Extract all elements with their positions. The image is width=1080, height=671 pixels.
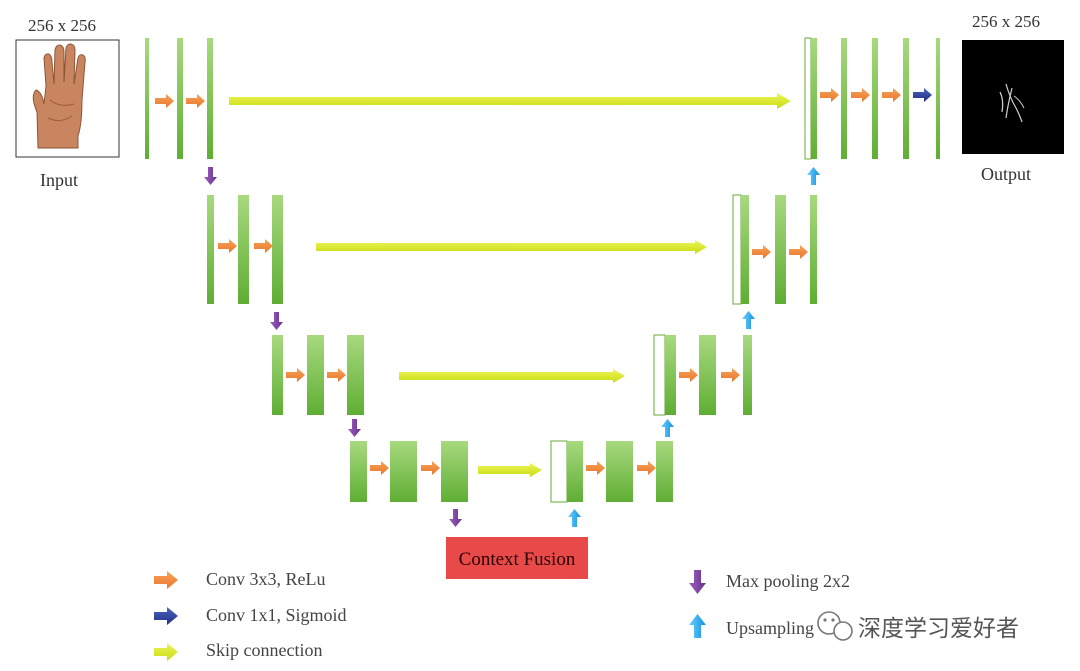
legend-conv3x3-label: Conv 3x3, ReLu — [206, 569, 326, 590]
feature-map-dec4-2 — [606, 441, 633, 502]
feature-map-dec3-concat-white — [654, 335, 665, 415]
watermark-text: 深度学习爱好者 — [858, 609, 1019, 643]
legend-maxpool-icon — [689, 570, 706, 594]
output-image — [962, 40, 1064, 154]
upsampling-arrow — [807, 167, 820, 185]
feature-map-enc1-3 — [207, 38, 213, 159]
feature-map-dec2-concat-white — [733, 195, 741, 304]
feature-map-dec2-3 — [810, 195, 817, 304]
conv-arrow — [186, 94, 205, 108]
feature-map-dec1-concat-green — [811, 38, 817, 159]
skip-arrow-level1 — [229, 93, 791, 109]
conv-arrow — [286, 368, 305, 382]
upsampling-arrow — [568, 509, 581, 527]
conv-arrow — [637, 461, 656, 475]
conv-arrow — [679, 368, 698, 382]
legend-skip-icon — [154, 643, 178, 661]
upsampling-arrow — [661, 419, 674, 437]
feature-map-dec4-concat-white — [551, 441, 567, 502]
feature-map-dec1-5 — [936, 38, 940, 159]
legend-conv3x3-icon — [154, 571, 178, 589]
output-size-label: 256 x 256 — [972, 12, 1040, 32]
conv-arrow — [586, 461, 605, 475]
feature-map-dec2-concat-green — [741, 195, 749, 304]
input-size-label: 256 x 256 — [28, 16, 96, 36]
feature-map-dec4-3 — [656, 441, 673, 502]
conv-arrow — [155, 94, 174, 108]
feature-map-dec3-2 — [699, 335, 716, 415]
input-image — [16, 40, 119, 157]
legend-upsampling-label: Upsampling — [726, 618, 814, 639]
context-fusion-label: Context Fusion — [459, 549, 576, 570]
conv-arrow — [254, 239, 273, 253]
maxpool-arrow — [270, 312, 283, 330]
conv-arrow — [327, 368, 346, 382]
feature-map-dec1-3 — [872, 38, 878, 159]
conv-arrow — [789, 245, 808, 259]
feature-map-dec3-3 — [743, 335, 752, 415]
conv-arrow — [370, 461, 389, 475]
feature-map-enc2-3 — [272, 195, 283, 304]
conv-arrow — [421, 461, 440, 475]
skip-arrow-level3 — [399, 369, 625, 383]
feature-map-enc3-1 — [272, 335, 283, 415]
legend-skip-label: Skip connection — [206, 640, 322, 661]
conv-arrow — [882, 88, 901, 102]
legend-maxpool-label: Max pooling 2x2 — [726, 571, 850, 592]
feature-map-enc4-1 — [350, 441, 367, 502]
feature-map-dec1-2 — [841, 38, 847, 159]
skip-arrow-level2 — [316, 240, 707, 254]
legend-conv1x1-label: Conv 1x1, Sigmoid — [206, 605, 347, 626]
conv-arrow — [752, 245, 771, 259]
maxpool-arrow — [348, 419, 361, 437]
legend-conv1x1-icon — [154, 607, 178, 625]
upsampling-arrow — [742, 311, 755, 329]
feature-map-enc2-2 — [238, 195, 249, 304]
conv-arrow — [851, 88, 870, 102]
feature-map-dec1-4 — [903, 38, 909, 159]
feature-map-dec3-concat-green — [665, 335, 676, 415]
input-caption: Input — [40, 170, 78, 191]
conv-arrow — [218, 239, 237, 253]
feature-map-dec2-2 — [775, 195, 786, 304]
conv-arrow — [820, 88, 839, 102]
feature-map-enc4-3 — [441, 441, 468, 502]
legend-upsampling-icon — [689, 614, 706, 638]
conv1x1-arrow — [913, 88, 932, 102]
feature-map-enc1-2 — [177, 38, 183, 159]
feature-map-enc3-3 — [347, 335, 364, 415]
feature-map-enc2-1 — [207, 195, 214, 304]
feature-map-enc3-2 — [307, 335, 324, 415]
wechat-logo-icon — [818, 612, 852, 640]
skip-arrow-level4 — [478, 463, 542, 477]
feature-map-dec1-concat-white — [805, 38, 811, 159]
feature-map-enc4-2 — [390, 441, 417, 502]
maxpool-arrow — [449, 509, 462, 527]
feature-map-enc1-1 — [145, 38, 149, 159]
conv-arrow — [721, 368, 740, 382]
maxpool-arrow — [204, 167, 217, 185]
output-caption: Output — [981, 164, 1031, 185]
feature-map-dec4-concat-green — [567, 441, 583, 502]
